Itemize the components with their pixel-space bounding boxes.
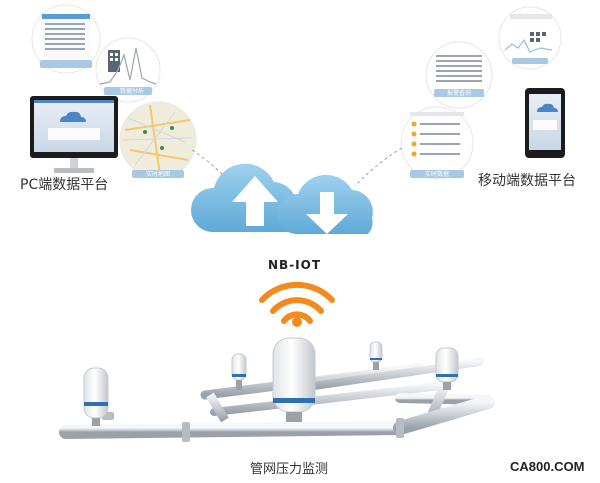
cloud-upload-icon	[190, 163, 298, 232]
pc-bubble-analysis	[95, 37, 161, 103]
watermark: CA800.COM	[510, 459, 585, 474]
pipe-network	[59, 358, 495, 442]
pressure-sensor-left	[83, 367, 109, 426]
network-label: NB-IOT	[268, 258, 322, 272]
pc-bubble-table	[31, 4, 101, 74]
connector-right	[354, 147, 403, 187]
mobile-bubble-realtime	[400, 106, 474, 180]
pc-monitor-icon	[30, 96, 118, 173]
pressure-sensor-back-right	[369, 341, 383, 370]
bubble-caption-right-3: 实时数据	[424, 171, 449, 178]
pressure-sensor-right	[435, 347, 459, 390]
wifi-signal-icon	[259, 281, 335, 324]
pipeline-monitor-label: 管网压力监测	[250, 462, 329, 477]
bubble-caption-left-3: 实时地图	[145, 171, 170, 178]
connector-left	[191, 149, 231, 184]
mobile-bubble-alarm	[425, 41, 493, 109]
bubble-caption-left-2: 数据分析	[119, 88, 144, 95]
bubble-caption-right-1: 报警查询	[446, 90, 471, 97]
pressure-sensor-main	[272, 337, 316, 422]
mobile-platform-label: 移动端数据平台	[478, 173, 576, 189]
pressure-sensor-back-left	[231, 353, 247, 390]
mobile-bubble-chart	[498, 6, 562, 70]
tablet-icon	[525, 88, 565, 158]
wifi-dot	[292, 317, 302, 327]
cloud-download-icon	[276, 174, 373, 234]
pc-bubble-map	[119, 101, 197, 179]
pc-platform-label: PC端数据平台	[20, 177, 109, 193]
